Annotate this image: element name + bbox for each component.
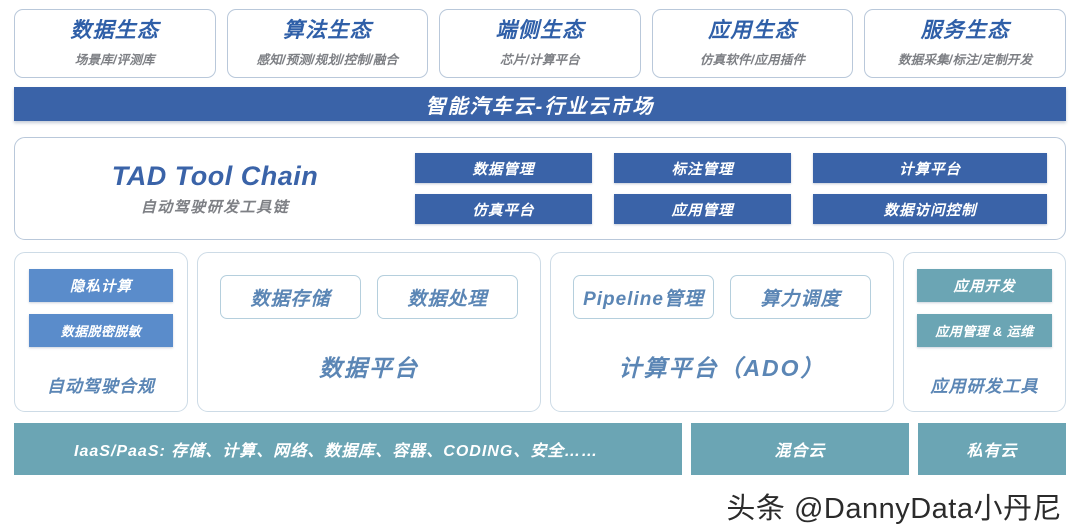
panel-app-tools: 应用开发 应用管理 & 运维 应用研发工具 [903,252,1066,412]
data-platform-chip-processing[interactable]: 数据处理 [377,275,518,319]
ecosystem-card-algorithm: 算法生态 感知/预测/规划/控制/融合 [226,9,429,78]
ecosystem-card-service: 服务生态 数据采集/标注/定制开发 [864,9,1066,78]
compute-platform-chip-pipeline-management[interactable]: Pipeline管理 [573,275,714,319]
compliance-button-data-desensitization[interactable]: 数据脱密脱敏 [29,314,173,347]
ecosystem-subtitle: 场景库/评测库 [74,52,155,67]
infrastructure-iaas-paas-segment: IaaS/PaaS: 存储、计算、网络、数据库、容器、CODING、安全…… [14,423,682,475]
infrastructure-row: IaaS/PaaS: 存储、计算、网络、数据库、容器、CODING、安全…… 混… [14,423,1066,475]
panel-data-platform-footer: 数据平台 [319,355,419,381]
panel-compliance-footer: 自动驾驶合规 [47,377,155,396]
toolchain-button-annotation-management[interactable]: 标注管理 [614,153,792,183]
ecosystem-title: 端侧生态 [495,19,585,43]
ecosystem-card-application: 应用生态 仿真软件/应用插件 [651,9,854,78]
compute-platform-chip-compute-scheduling[interactable]: 算力调度 [730,275,871,319]
platform-panel-row: 隐私计算 数据脱密脱敏 自动驾驶合规 数据存储 数据处理 数据平台 Pipeli… [14,252,1066,412]
toolchain-brand: TAD Tool Chain 自动驾驶研发工具链 [15,161,415,217]
data-platform-chip-row: 数据存储 数据处理 [220,275,518,319]
market-band: 智能汽车云-行业云市场 [14,87,1066,121]
toolchain-brand-subtitle: 自动驾驶研发工具链 [140,198,290,216]
toolchain-brand-title: TAD Tool Chain [111,160,319,191]
market-band-label: 智能汽车云-行业云市场 [425,95,655,118]
data-platform-chip-storage[interactable]: 数据存储 [220,275,361,319]
panel-data-platform: 数据存储 数据处理 数据平台 [197,252,541,412]
ecosystem-title: 服务生态 [920,19,1010,43]
ecosystem-card-data: 数据生态 场景库/评测库 [14,9,216,78]
app-tools-button-app-management-ops[interactable]: 应用管理 & 运维 [917,314,1052,347]
toolchain-button-grid: 数据管理 标注管理 计算平台 仿真平台 应用管理 数据访问控制 [415,153,1047,224]
panel-compute-platform: Pipeline管理 算力调度 计算平台（ADO） [550,252,894,412]
panel-compute-platform-footer: 计算平台（ADO） [618,355,826,381]
toolchain-button-compute-platform[interactable]: 计算平台 [813,153,1047,183]
toolchain-button-simulation-platform[interactable]: 仿真平台 [415,194,593,224]
panel-compliance: 隐私计算 数据脱密脱敏 自动驾驶合规 [14,252,188,412]
infrastructure-hybrid-cloud-segment: 混合云 [691,423,909,475]
watermark: 头条 @DannyData小丹尼 [726,493,1062,525]
toolchain-button-application-management[interactable]: 应用管理 [614,194,792,224]
ecosystem-subtitle: 仿真软件/应用插件 [699,52,806,67]
infrastructure-private-cloud-segment: 私有云 [918,423,1066,475]
compute-platform-chip-row: Pipeline管理 算力调度 [573,275,871,319]
compliance-button-privacy-computing[interactable]: 隐私计算 [29,269,173,302]
ecosystem-title: 应用生态 [708,19,797,43]
app-tools-button-app-development[interactable]: 应用开发 [917,269,1052,302]
panel-app-tools-footer: 应用研发工具 [930,377,1039,396]
toolchain-button-data-access-control[interactable]: 数据访问控制 [813,194,1047,224]
ecosystem-subtitle: 感知/预测/规划/控制/融合 [256,52,399,67]
ecosystem-card-row: 数据生态 场景库/评测库 算法生态 感知/预测/规划/控制/融合 端侧生态 芯片… [14,0,1066,78]
ecosystem-subtitle: 数据采集/标注/定制开发 [897,52,1033,67]
toolchain-button-data-management[interactable]: 数据管理 [415,153,593,183]
ecosystem-subtitle: 芯片/计算平台 [500,52,580,67]
ecosystem-title: 算法生态 [282,19,372,43]
ecosystem-card-edge: 端侧生态 芯片/计算平台 [439,9,641,78]
ecosystem-title: 数据生态 [70,19,160,43]
toolchain-section: TAD Tool Chain 自动驾驶研发工具链 数据管理 标注管理 计算平台 … [14,137,1066,240]
